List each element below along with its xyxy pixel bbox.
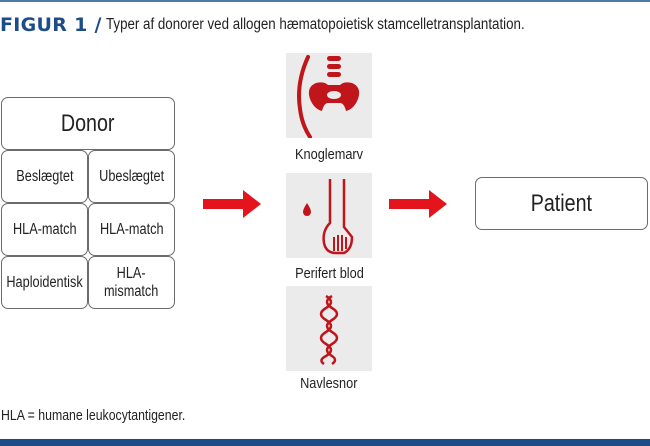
- donor-cell-haploidentical: Haploidentisk: [1, 256, 88, 309]
- source-tile-peripheral-blood: [286, 173, 372, 258]
- umbilical-cord-icon: [319, 294, 339, 366]
- source-tile-bone-marrow: [286, 53, 372, 138]
- source-label-text: Knoglemarv: [294, 146, 364, 163]
- donor-title: Donor: [61, 109, 115, 137]
- cell-text: Haploidentisk: [6, 273, 83, 291]
- arrow-right-icon: [389, 190, 447, 218]
- footnote: HLA = humane leukocytantigener.: [1, 407, 226, 424]
- source-label: Knoglemarv: [260, 146, 398, 163]
- source-tile-umbilical-cord: [286, 286, 372, 371]
- bone-marrow-pelvis-icon: [297, 55, 360, 138]
- figure-label: FIGUR 1 /: [0, 14, 102, 36]
- top-rule: [0, 0, 650, 2]
- footnote-text: HLA = humane leukocytantigener.: [1, 407, 186, 424]
- figure-title: FIGUR 1 /Typer af donorer ved allogen hæ…: [0, 14, 593, 38]
- donor-cell-unrelated: Ubeslægtet: [88, 150, 175, 203]
- cell-text: HLA- mismatch: [104, 264, 159, 300]
- blood-drop-arm-icon: [303, 179, 354, 255]
- cell-text: HLA-match: [99, 220, 164, 238]
- cell-text: Ubeslægtet: [98, 167, 164, 185]
- source-label-text: Perifert blod: [294, 265, 364, 282]
- patient-label: Patient: [530, 189, 593, 217]
- arrow-right-icon: [203, 190, 261, 218]
- donor-cell-unrelated-hla-match: HLA-match: [88, 203, 175, 256]
- source-label: Perifert blod: [260, 265, 398, 282]
- source-label-text: Navlesnor: [300, 375, 358, 392]
- donor-cell-hla-mismatch: HLA- mismatch: [88, 256, 175, 309]
- figure-caption: Typer af donorer ved allogen hæmatopoiet…: [105, 16, 525, 33]
- donor-cell-related: Beslægtet: [1, 150, 88, 203]
- source-label: Navlesnor: [260, 375, 398, 392]
- cell-text: HLA-match: [12, 220, 77, 238]
- donor-cell-related-hla-match: HLA-match: [1, 203, 88, 256]
- patient-box: Patient: [475, 177, 648, 230]
- cell-text: Beslægtet: [15, 167, 74, 185]
- donor-header-box: Donor: [1, 97, 175, 150]
- bottom-rule: [0, 439, 650, 446]
